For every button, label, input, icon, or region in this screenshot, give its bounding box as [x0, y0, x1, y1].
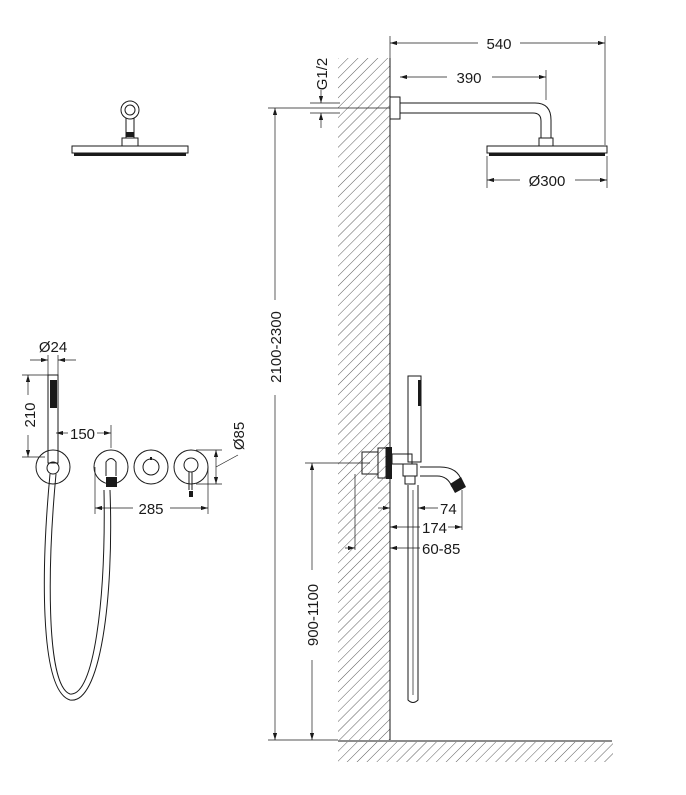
dim-60-85-label: 60-85: [422, 541, 460, 558]
dim-540-label: 540: [486, 36, 511, 53]
dimension-24: Ø24: [30, 339, 76, 375]
dimension-174: 174: [390, 520, 462, 537]
wall-section: [338, 58, 613, 762]
dimension-390: 390: [400, 70, 547, 100]
dim-174-label: 174: [422, 520, 447, 537]
dimension-150: 150: [56, 425, 112, 448]
dimension-285: 285: [94, 467, 209, 518]
dim-150-label: 150: [70, 426, 95, 443]
dim-390-label: 390: [456, 70, 481, 87]
dimension-head-diameter: Ø300: [486, 156, 608, 190]
dim-900-label: 900-1100: [305, 584, 322, 646]
shower-head-front-view: [71, 100, 189, 156]
dimension-540: 540: [389, 36, 606, 145]
hand-shower-front-view: [35, 374, 112, 701]
dimension-210: 210: [22, 374, 48, 458]
dim-85-label: Ø85: [231, 422, 248, 450]
dim-74-label: 74: [440, 501, 457, 518]
mixer-plates-front-view: [93, 449, 209, 497]
dimension-g12: G1/2: [310, 58, 340, 128]
dimension-head-height: 2100-2300: [268, 107, 390, 741]
dim-285-label: 285: [138, 501, 163, 518]
mixer-side-view: [354, 375, 466, 703]
shower-arm-side-view: [389, 96, 608, 156]
dim-g12-label: G1/2: [314, 58, 331, 91]
dim-24-label: Ø24: [39, 339, 67, 356]
dim-300-label: Ø300: [529, 173, 566, 190]
dim-210-label: 210: [22, 402, 39, 427]
dimension-mixer-height: 900-1100: [305, 462, 370, 740]
dimension-74: 74: [378, 490, 463, 530]
dimension-60-85: 60-85: [345, 541, 460, 558]
dim-2100-label: 2100-2300: [268, 311, 285, 383]
dimension-85: Ø85: [196, 422, 248, 485]
